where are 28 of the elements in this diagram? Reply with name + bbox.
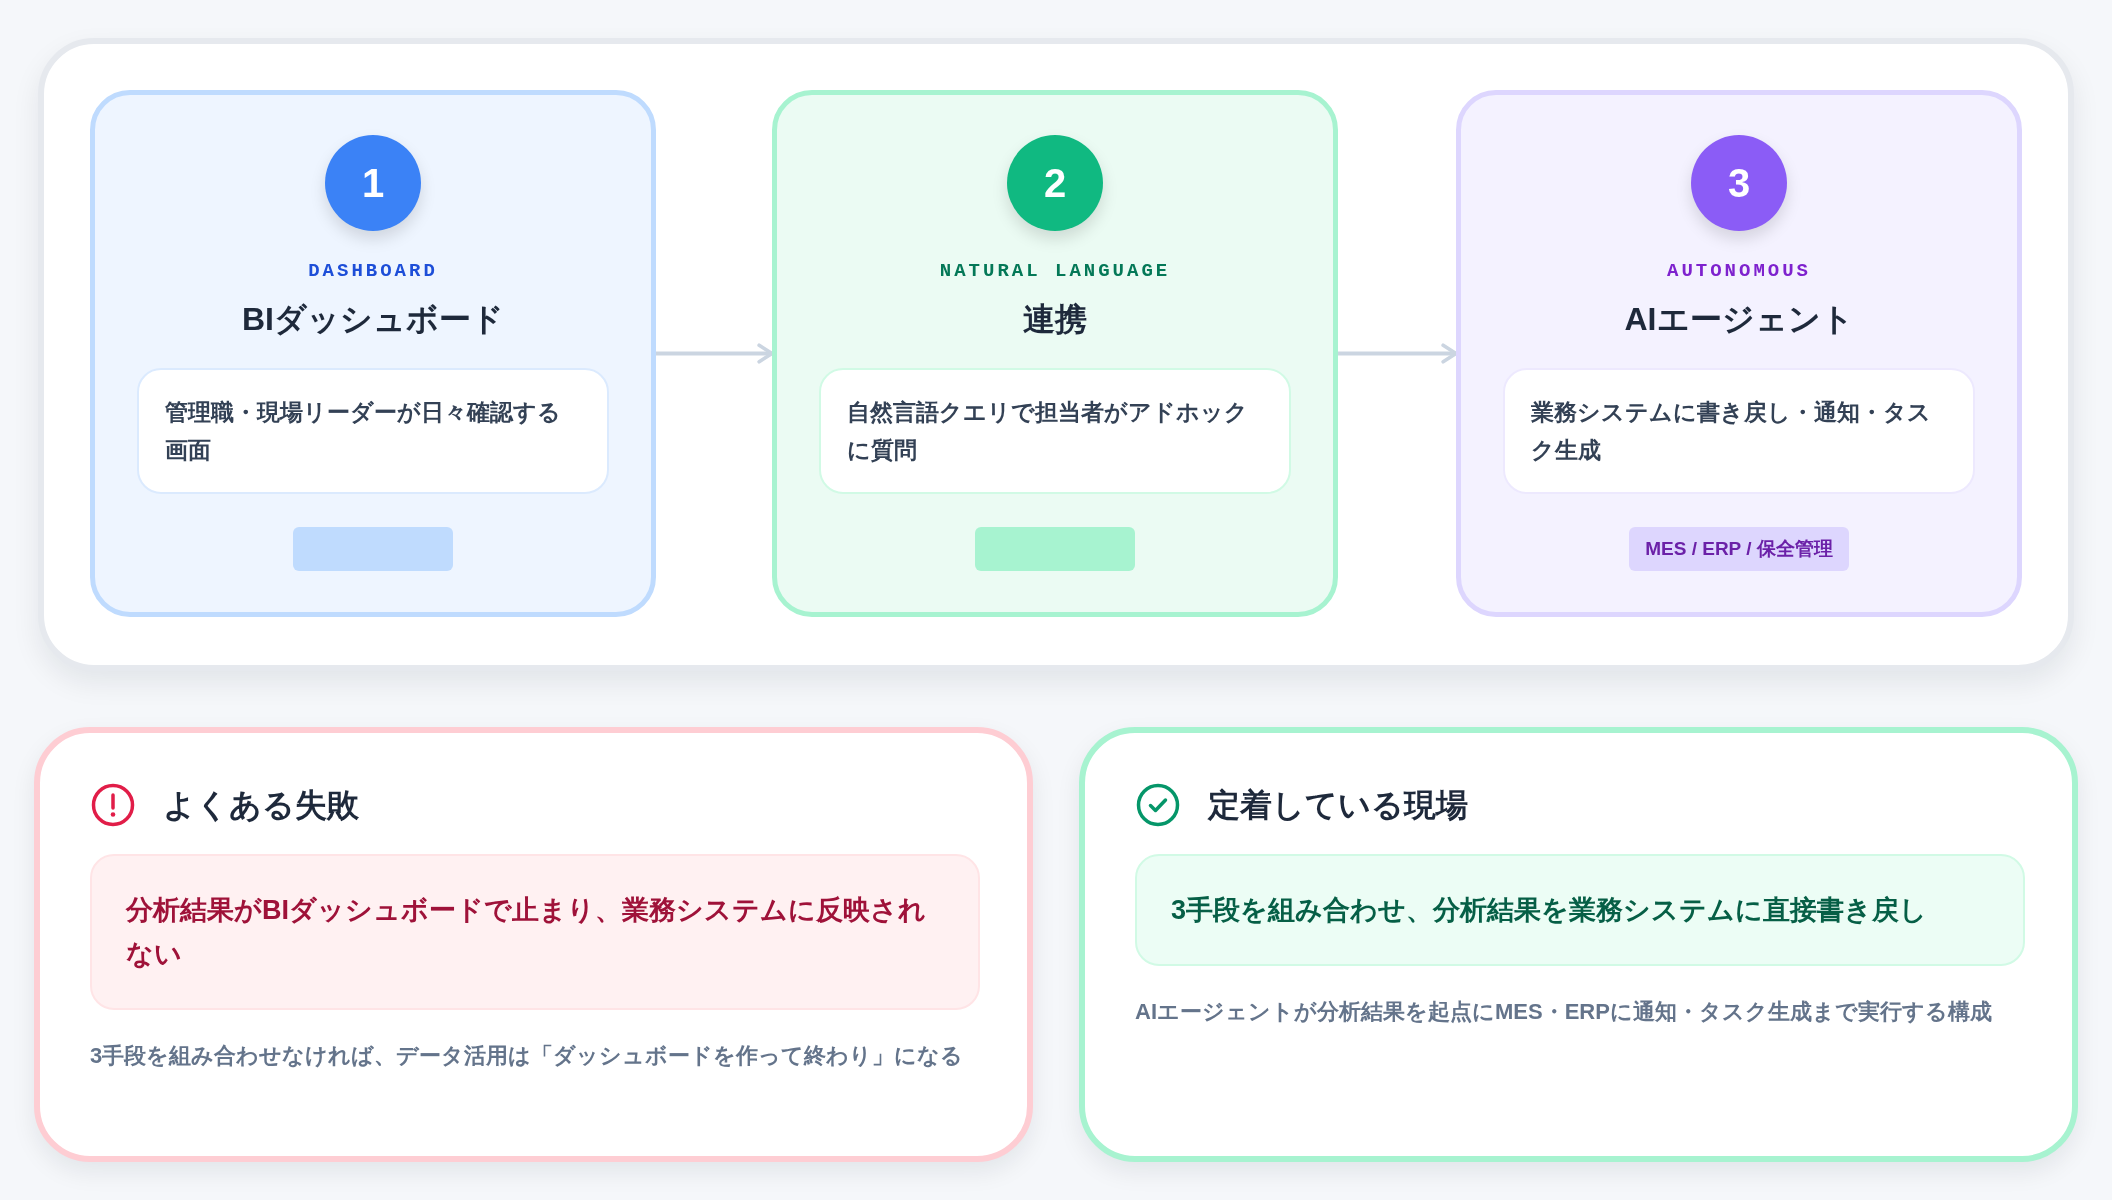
highlight-callout: 3手段を組み合わせ、分析結果を業務システムに直接書き戻し [1135, 854, 2025, 966]
category-label: DASHBOARD [308, 259, 438, 283]
panel-note: 3手段を組み合わせなければ、データ活用は「ダッシュボードを作って終わり」になる [90, 1042, 965, 1070]
category-label: AUTONOMOUS [1667, 259, 1811, 283]
step-card [1456, 90, 2022, 617]
description-card: 業務システムに書き戻し・通知・タスク生成 [1503, 368, 1975, 494]
step-number: 2 [1007, 135, 1103, 231]
panel-note: AIエージェントが分析結果を起点にMES・ERPに通知・タスク生成まで実行する構成 [1135, 998, 1993, 1026]
step-card [90, 90, 656, 617]
tag-chip: MES / ERP / 保全管理 [1629, 527, 1849, 571]
step-number: 1 [325, 135, 421, 231]
category-label: NATURAL LANGUAGE [939, 259, 1171, 283]
step-title: BIダッシュボード [242, 300, 504, 339]
panel-heading: 定着している現場 [1208, 786, 1468, 825]
highlight-callout: 分析結果がBIダッシュボードで止まり、業務システムに反映されない [90, 854, 980, 1010]
description-card: 管理職・現場リーダーが日々確認する画面 [137, 368, 609, 494]
panel-heading: よくある失敗 [163, 786, 359, 825]
step-number: 3 [1691, 135, 1787, 231]
step-title: AIエージェント [1624, 300, 1854, 339]
arrow [654, 343, 774, 364]
step-card [772, 90, 1338, 617]
warning-panel [34, 727, 1033, 1162]
tag-chip [975, 527, 1135, 571]
success-panel [1079, 727, 2078, 1162]
description-card: 自然言語クエリで担当者がアドホックに質問 [819, 368, 1291, 494]
tag-chip [293, 527, 453, 571]
arrow [1336, 343, 1458, 364]
step-title: 連携 [1023, 300, 1087, 339]
